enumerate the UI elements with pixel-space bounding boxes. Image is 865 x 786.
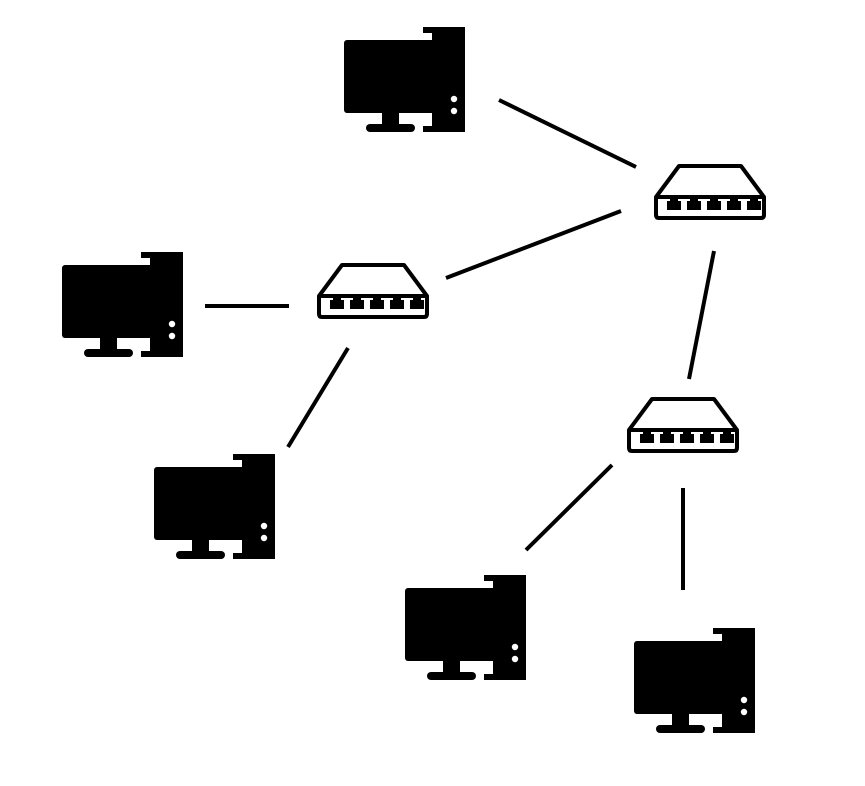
computers	[62, 27, 755, 733]
desktop-computer-icon	[154, 454, 275, 559]
links	[205, 98, 716, 590]
desktop-computer-icon	[62, 252, 183, 357]
switches	[317, 164, 766, 453]
link-switch-2-computer-3	[687, 250, 716, 380]
link-switch-1-switch-3	[286, 346, 350, 449]
desktop-computer-icon	[344, 27, 465, 132]
link-switch-1-switch-2	[445, 209, 622, 280]
network-switch-icon	[627, 397, 739, 453]
network-switch-icon	[654, 164, 766, 220]
link-computer-2-switch-2	[498, 98, 637, 169]
desktop-computer-icon	[405, 575, 526, 680]
link-switch-3-computer-4	[524, 463, 614, 552]
network-switch-icon	[317, 263, 429, 319]
desktop-computer-icon	[634, 628, 755, 733]
